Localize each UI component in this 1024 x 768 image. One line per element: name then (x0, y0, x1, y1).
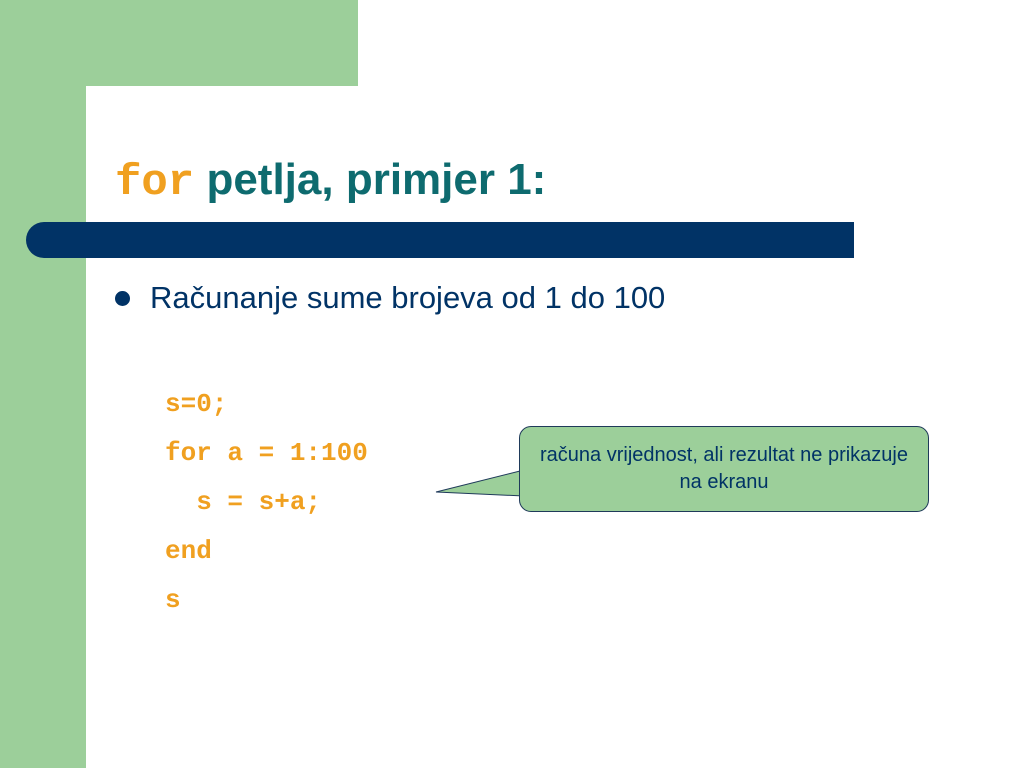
decor-rounded-corner (86, 86, 206, 206)
code-line-3: s = s+a; (165, 487, 322, 517)
bullet-dot-icon (115, 290, 130, 306)
code-line-5: s (165, 585, 181, 615)
decor-green-left (0, 0, 86, 768)
callout-note: računa vrijednost, ali rezultat ne prika… (519, 426, 929, 512)
slide-title: for petlja, primjer 1: (115, 152, 546, 211)
code-line-2: for a = 1:100 (165, 438, 368, 468)
code-line-4: end (165, 536, 212, 566)
title-keyword: for (115, 158, 195, 208)
title-text: petlja, primjer 1: (194, 155, 547, 204)
code-line-1: s=0; (165, 389, 228, 419)
title-underline-bar (26, 222, 854, 258)
callout-text: računa vrijednost, ali rezultat ne prika… (540, 444, 908, 493)
bullet-text: Računanje sume brojeva od 1 do 100 (150, 280, 666, 315)
bullet-item: Računanje sume brojeva od 1 do 100 (115, 276, 665, 320)
